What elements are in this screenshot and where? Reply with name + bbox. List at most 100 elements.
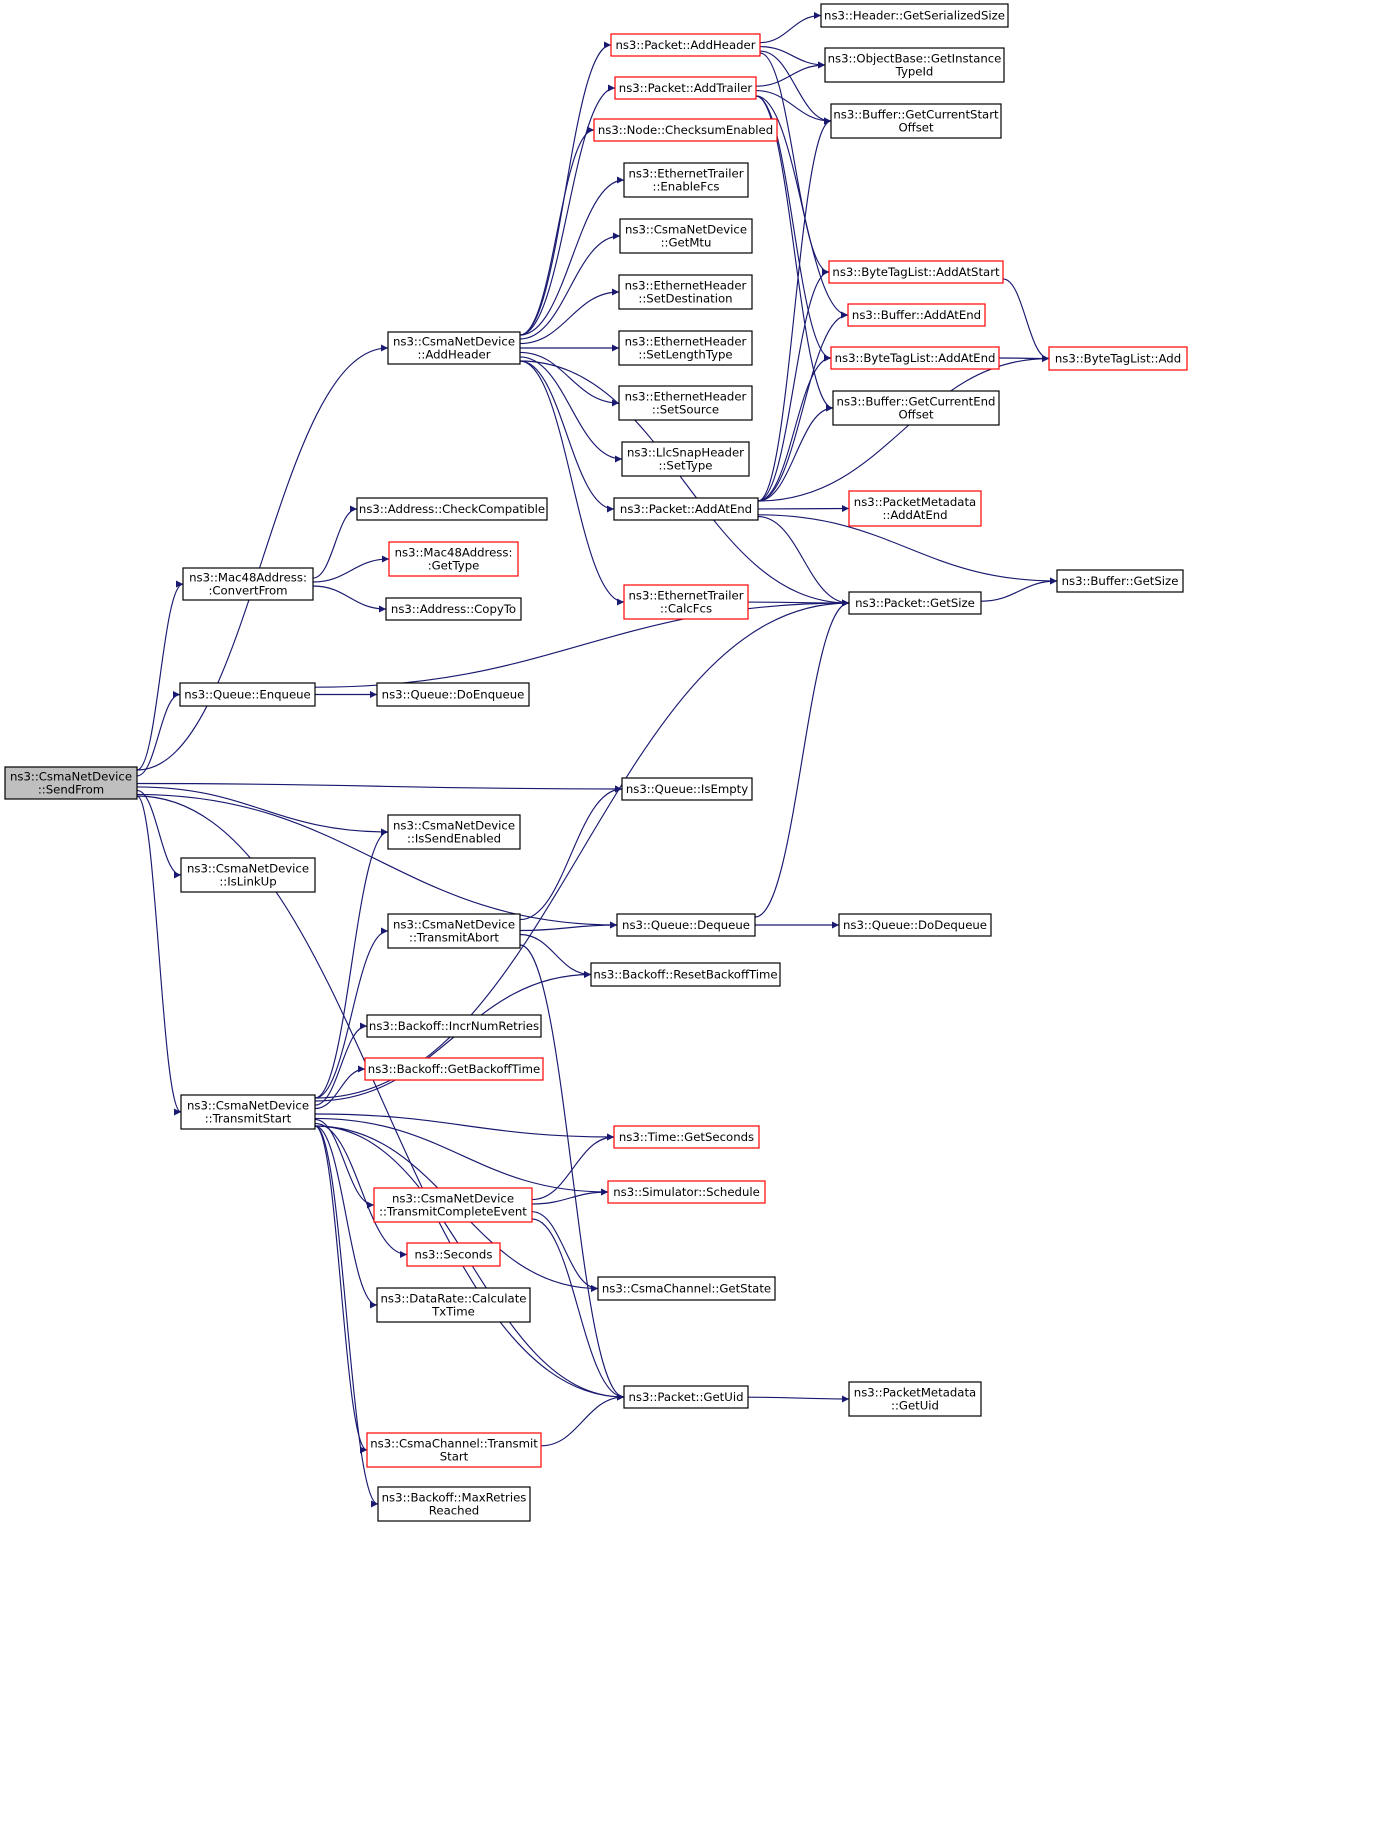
node-transmit-start[interactable]: ns3::CsmaNetDevice::TransmitStart [180,1094,316,1130]
node-chan-transmit-start[interactable]: ns3::CsmaChannel::TransmitStart [366,1432,542,1468]
node-meta-add-at-end[interactable]: ns3::PacketMetadata::AddAtEnd [848,490,982,527]
node-transmit-complete[interactable]: ns3::CsmaNetDevice::TransmitCompleteEven… [373,1187,533,1223]
node-box[interactable] [830,103,1002,139]
node-box[interactable] [832,390,1000,426]
node-convert-from[interactable]: ns3::Mac48Address::ConvertFrom [182,567,314,601]
node-set-length-type[interactable]: ns3::EthernetHeader::SetLengthType [618,330,753,366]
node-box[interactable] [828,260,1004,284]
node-btl-add-at-start[interactable]: ns3::ByteTagList::AddAtStart [828,260,1004,284]
node-box[interactable] [1048,346,1188,371]
node-box[interactable] [613,1125,760,1149]
node-box[interactable] [618,385,753,421]
node-box[interactable] [623,162,749,198]
node-checksum-enabled[interactable]: ns3::Node::ChecksumEnabled [593,118,778,142]
node-is-send-enabled[interactable]: ns3::CsmaNetDevice::IsSendEnabled [387,814,521,850]
node-box[interactable] [597,1276,776,1301]
node-do-enqueue[interactable]: ns3::Queue::DoEnqueue [376,682,530,707]
node-box[interactable] [613,497,759,521]
node-pkt-get-size[interactable]: ns3::Packet::GetSize [848,591,982,615]
node-hdr-get-ser-size[interactable]: ns3::Header::GetSerializedSize [820,3,1009,28]
node-pkt-add-header[interactable]: ns3::Packet::AddHeader [610,33,761,57]
node-box[interactable] [593,118,778,142]
node-pkt-add-trailer[interactable]: ns3::Packet::AddTrailer [614,76,757,100]
node-box[interactable] [387,331,521,365]
node-incr-num-retries[interactable]: ns3::Backoff::IncrNumRetries [366,1014,542,1038]
node-send-from[interactable]: ns3::CsmaNetDevice::SendFrom [4,766,138,800]
node-box[interactable] [376,682,530,707]
node-box[interactable] [387,913,521,949]
node-box[interactable] [610,33,761,57]
node-transmit-abort[interactable]: ns3::CsmaNetDevice::TransmitAbort [387,913,521,949]
node-btl-add-at-end[interactable]: ns3::ByteTagList::AddAtEnd [830,346,1000,370]
node-box[interactable] [616,913,756,937]
node-box[interactable] [607,1180,766,1204]
node-box[interactable] [388,541,519,577]
node-box[interactable] [182,567,314,601]
node-box[interactable] [366,1432,542,1468]
node-box[interactable] [406,1242,501,1267]
node-mac48-get-type[interactable]: ns3::Mac48Address::GetType [388,541,519,577]
node-box[interactable] [1056,569,1184,593]
node-set-destination[interactable]: ns3::EthernetHeader::SetDestination [618,274,753,310]
node-meta-get-uid[interactable]: ns3::PacketMetadata::GetUid [848,1381,982,1417]
node-llc-set-type[interactable]: ns3::LlcSnapHeader::SetType [621,441,750,477]
node-reset-backoff[interactable]: ns3::Backoff::ResetBackoffTime [590,962,781,987]
node-box[interactable] [385,597,522,621]
node-box[interactable] [838,913,992,937]
node-box[interactable] [180,857,316,893]
node-box[interactable] [621,777,753,801]
node-box[interactable] [619,218,753,254]
node-enqueue[interactable]: ns3::Queue::Enqueue [179,682,316,707]
node-box[interactable] [356,497,548,521]
node-box[interactable] [373,1187,533,1223]
node-box[interactable] [848,1381,982,1417]
node-box[interactable] [179,682,316,707]
node-pkt-add-at-end[interactable]: ns3::Packet::AddAtEnd [613,497,759,521]
node-box[interactable] [618,330,753,366]
node-schedule[interactable]: ns3::Simulator::Schedule [607,1180,766,1204]
node-copy-to[interactable]: ns3::Address::CopyTo [385,597,522,621]
node-box[interactable] [848,591,982,615]
node-box[interactable] [820,3,1009,28]
node-box[interactable] [180,1094,316,1130]
node-chan-get-state[interactable]: ns3::CsmaChannel::GetState [597,1276,776,1301]
node-box[interactable] [590,962,781,987]
node-box[interactable] [618,274,753,310]
node-box[interactable] [621,441,750,477]
node-buf-add-at-end[interactable]: ns3::Buffer::AddAtEnd [847,303,986,327]
node-box[interactable] [848,490,982,527]
node-seconds[interactable]: ns3::Seconds [406,1242,501,1267]
node-is-link-up[interactable]: ns3::CsmaNetDevice::IsLinkUp [180,857,316,893]
node-do-dequeue[interactable]: ns3::Queue::DoDequeue [838,913,992,937]
node-buf-get-size[interactable]: ns3::Buffer::GetSize [1056,569,1184,593]
node-box[interactable] [4,766,138,800]
node-box[interactable] [387,814,521,850]
node-get-seconds[interactable]: ns3::Time::GetSeconds [613,1125,760,1149]
node-box[interactable] [366,1014,542,1038]
node-pkt-get-uid[interactable]: ns3::Packet::GetUid [623,1385,749,1409]
node-add-header-dev[interactable]: ns3::CsmaNetDevice::AddHeader [387,331,521,365]
node-get-mtu[interactable]: ns3::CsmaNetDevice::GetMtu [619,218,753,254]
node-btl-add[interactable]: ns3::ByteTagList::Add [1048,346,1188,371]
node-box[interactable] [847,303,986,327]
node-is-empty[interactable]: ns3::Queue::IsEmpty [621,777,753,801]
node-box[interactable] [824,47,1005,83]
node-dequeue[interactable]: ns3::Queue::Dequeue [616,913,756,937]
node-box[interactable] [623,1385,749,1409]
node-box[interactable] [614,76,757,100]
node-get-backoff-time[interactable]: ns3::Backoff::GetBackoffTime [364,1057,544,1081]
node-box[interactable] [376,1287,531,1323]
node-set-source[interactable]: ns3::EthernetHeader::SetSource [618,385,753,421]
node-enable-fcs[interactable]: ns3::EthernetTrailer::EnableFcs [623,162,749,198]
node-calc-fcs[interactable]: ns3::EthernetTrailer::CalcFcs [623,584,749,620]
node-check-compatible[interactable]: ns3::Address::CheckCompatible [356,497,548,521]
node-box[interactable] [830,346,1000,370]
node-box[interactable] [377,1486,531,1522]
node-box[interactable] [623,584,749,620]
node-box[interactable] [364,1057,544,1081]
